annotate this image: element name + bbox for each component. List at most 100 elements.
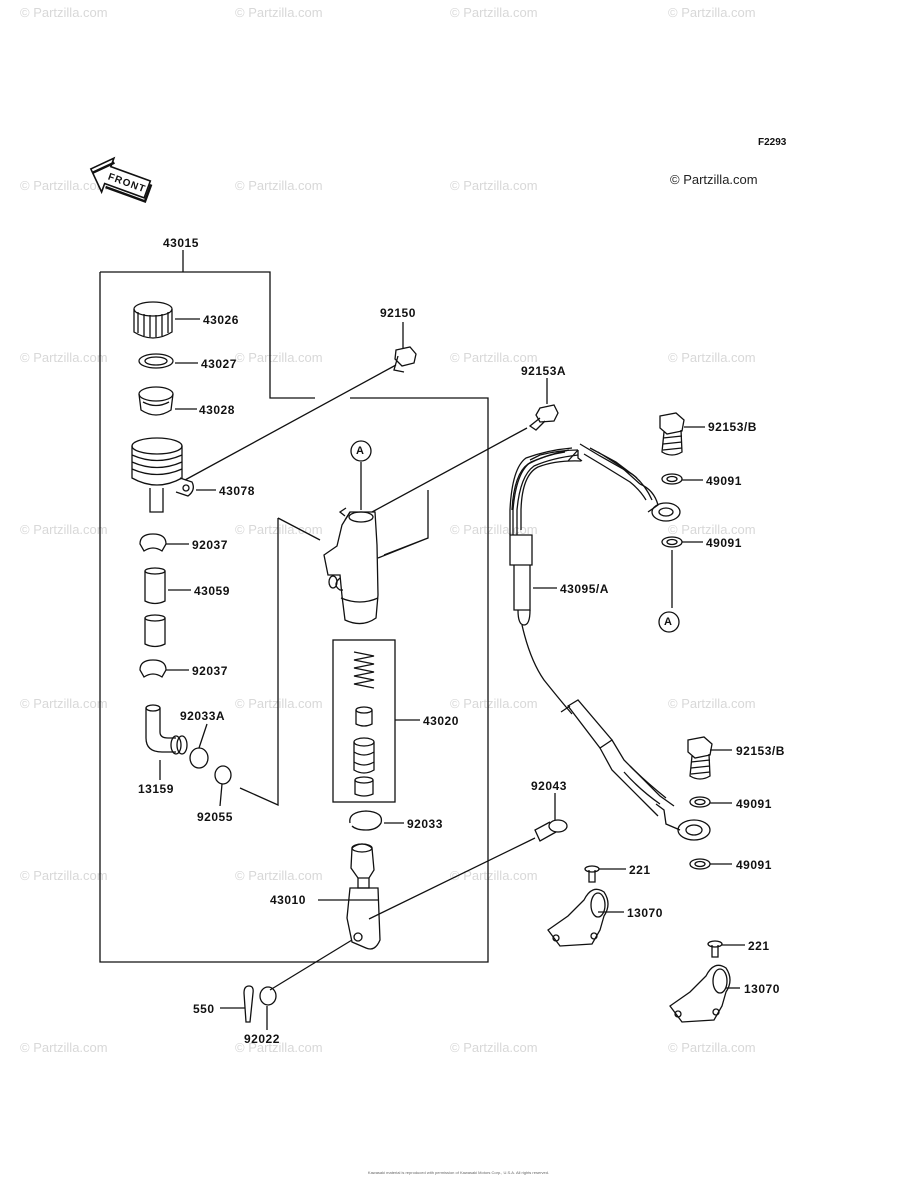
part-label-43028[interactable]: 43028 [199,403,235,417]
figure-code: F2293 [758,137,787,148]
brake-hose-43095A [509,443,711,841]
watermark: © Partzilla.com [668,5,756,20]
bolt-92153A [528,404,559,431]
copyright-text: © Partzilla.com [670,172,758,187]
watermark: © Partzilla.com [450,696,538,711]
ref-marker-a-circle [658,611,680,633]
diaphragm-43028 [138,386,174,416]
watermark: © Partzilla.com [450,350,538,365]
cap-43026 [133,301,173,339]
watermark: © Partzilla.com [235,5,323,20]
hose-43059 [144,567,166,648]
watermark: © Partzilla.com [235,696,323,711]
watermark: © Partzilla.com [20,696,108,711]
washer-92022 [259,986,277,1006]
part-label-49091[interactable]: 49091 [736,858,772,872]
watermark: © Partzilla.com [450,178,538,193]
part-label-92033[interactable]: 92033 [407,817,443,831]
part-label-43027[interactable]: 43027 [201,357,237,371]
piston [353,737,375,774]
part-label-92153B[interactable]: 92153/B [736,744,785,758]
clevis-pin-92043 [534,819,568,842]
part-label-92037[interactable]: 92037 [192,538,228,552]
watermark: © Partzilla.com [668,522,756,537]
part-label-92150[interactable]: 92150 [380,306,416,320]
part-label-13070[interactable]: 13070 [744,982,780,996]
watermark: © Partzilla.com [450,5,538,20]
ref-marker-a-circle [350,440,372,462]
washer-49091-c [689,796,711,808]
washer-49091-b [661,536,683,548]
group-frame [100,271,315,399]
screw-221-a [584,865,600,883]
watermark: © Partzilla.com [450,522,538,537]
part-label-49091[interactable]: 49091 [736,797,772,811]
piston-cup [355,706,373,727]
watermark: © Partzilla.com [235,522,323,537]
part-label-92153B[interactable]: 92153/B [708,420,757,434]
part-label-92022[interactable]: 92022 [244,1032,280,1046]
watermark: © Partzilla.com [450,868,538,883]
push-rod-43010 [346,843,381,950]
watermark: © Partzilla.com [668,350,756,365]
part-label-221[interactable]: 221 [629,863,651,877]
watermark: © Partzilla.com [20,350,108,365]
circlip-92033 [349,810,383,831]
part-label-43010[interactable]: 43010 [270,893,306,907]
washer-49091-d [689,858,711,870]
watermark: © Partzilla.com [668,696,756,711]
watermark: © Partzilla.com [20,5,108,20]
part-label-92153A[interactable]: 92153A [521,364,567,378]
part-label-221[interactable]: 221 [748,939,770,953]
watermark: © Partzilla.com [235,350,323,365]
watermark: © Partzilla.com [20,178,108,193]
cotter-pin-550 [243,985,254,1023]
snap-ring-92033A [189,747,209,769]
part-label-49091[interactable]: 49091 [706,536,742,550]
banjo-bolt-92153B-bottom [687,736,713,780]
ref-marker-a: A [664,616,673,628]
ref-marker-a: A [356,445,365,457]
watermark: © Partzilla.com [235,178,323,193]
reservoir-43078 [131,437,194,513]
clamp-92037-bottom [139,659,167,678]
part-label-43020[interactable]: 43020 [423,714,459,728]
spring [353,651,375,689]
part-label-550[interactable]: 550 [193,1002,215,1016]
part-label-13159[interactable]: 13159 [138,782,174,796]
watermark: © Partzilla.com [450,1040,538,1055]
leader-lines [159,250,745,1030]
banjo-bolt-92153B-top [659,412,685,456]
part-label-43015[interactable]: 43015 [163,236,199,250]
diaphragm-plate-43027 [138,353,174,369]
watermark: © Partzilla.com [235,1040,323,1055]
watermark: © Partzilla.com [20,868,108,883]
elbow-13159 [145,704,188,755]
o-ring-92055 [214,765,232,785]
footer-credit: Kawasaki material is reproduced with per… [367,1170,550,1175]
part-label-92033A[interactable]: 92033A [180,709,226,723]
watermark: © Partzilla.com [20,1040,108,1055]
washer-49091-a [661,473,683,485]
part-label-43095A[interactable]: 43095/A [560,582,609,596]
part-label-49091[interactable]: 49091 [706,474,742,488]
master-cylinder-body [323,507,379,625]
part-label-43026[interactable]: 43026 [203,313,239,327]
part-label-92043[interactable]: 92043 [531,779,567,793]
part-label-43078[interactable]: 43078 [219,484,255,498]
watermark: © Partzilla.com [20,522,108,537]
part-label-92055[interactable]: 92055 [197,810,233,824]
hose-clamp-13070-a [547,888,609,947]
hose-clamp-13070-b [669,964,731,1023]
piston-kit-box-43020 [332,639,396,803]
part-label-92037[interactable]: 92037 [192,664,228,678]
watermark: © Partzilla.com [235,868,323,883]
secondary-cup [354,776,374,797]
part-label-13070[interactable]: 13070 [627,906,663,920]
front-arrow-icon [89,156,153,203]
bolt-92150 [393,346,417,373]
clamp-92037-top [139,533,167,552]
screw-221-b [707,940,723,958]
part-label-43059[interactable]: 43059 [194,584,230,598]
